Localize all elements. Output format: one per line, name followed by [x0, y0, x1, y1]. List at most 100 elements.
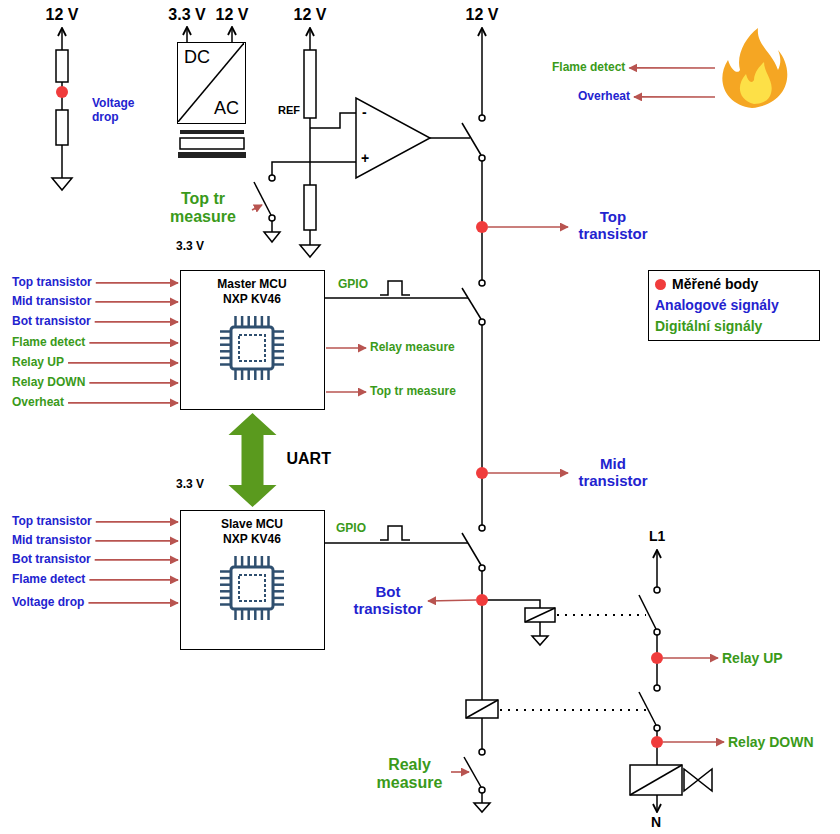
- measure-points: [56, 86, 663, 748]
- leader-arrow: [663, 657, 718, 659]
- signal-label: Bot transistor: [12, 553, 91, 567]
- relay-coil: [525, 608, 555, 622]
- chip-pin: [241, 610, 244, 620]
- relay-link: [500, 709, 646, 711]
- ground-symbol: [264, 232, 280, 242]
- edge-label: UART: [287, 450, 331, 468]
- signal-label: Overheat: [578, 90, 630, 104]
- chip-die: [239, 335, 265, 361]
- transformer-core: [180, 138, 244, 149]
- signal-label: Flame detect: [552, 61, 625, 75]
- signal-label: Voltage drop: [12, 596, 84, 610]
- chip-pin: [234, 370, 237, 380]
- chip-pin: [247, 370, 250, 380]
- resistor-symbol: [56, 50, 68, 82]
- leader-arrow: [95, 559, 178, 561]
- signal-label: Top tr measure: [370, 385, 456, 399]
- signal-label: -: [362, 104, 367, 120]
- ground-symbol: [474, 803, 490, 812]
- supply-arrow: [231, 27, 233, 42]
- neutral-arrow: [656, 795, 658, 812]
- relay-coil: [466, 700, 498, 718]
- signal-label: Relay UP: [722, 650, 783, 666]
- ground-symbol: [52, 178, 72, 190]
- transformer-plate: [178, 152, 246, 158]
- signal-label: 12 V: [216, 6, 249, 24]
- signal-label: Relay UP: [12, 356, 64, 370]
- chip-pin: [247, 316, 250, 326]
- chip-pin: [267, 610, 270, 620]
- comparator-symbol: [356, 98, 430, 178]
- leader-arrow: [488, 472, 568, 474]
- chip-icon: [217, 313, 287, 383]
- chip-pin: [261, 610, 264, 620]
- supply-arrow: [309, 28, 311, 50]
- signal-label: REF: [278, 104, 300, 117]
- supply-arrow: [481, 28, 483, 115]
- signal-label: Flame detect: [12, 573, 85, 587]
- chip-pin: [274, 583, 284, 586]
- chip-pin: [274, 363, 284, 366]
- chip-pin: [220, 363, 230, 366]
- chip-pin: [220, 330, 230, 333]
- chip-pin: [274, 597, 284, 600]
- leader-arrow: [96, 521, 178, 523]
- legend-row: Digitální signály: [655, 316, 813, 337]
- chip-pin: [220, 570, 230, 573]
- leader-arrow: [488, 226, 568, 228]
- signal-label: Relay measure: [370, 341, 455, 355]
- chip-pin: [274, 570, 284, 573]
- signal-label: 12 V: [466, 6, 499, 24]
- chip-pin: [261, 556, 264, 566]
- chip-pin: [254, 370, 257, 380]
- chip-pin: [220, 337, 230, 340]
- chip-pin: [254, 556, 257, 566]
- chip-icon: [217, 553, 287, 623]
- signal-label: Relay DOWN: [12, 376, 85, 390]
- switch-blade: [462, 533, 481, 565]
- leader-arrow: [88, 602, 178, 604]
- leader-arrow: [629, 67, 715, 69]
- signal-label: Mid transistor: [12, 534, 91, 548]
- leader-arrow: [68, 362, 178, 364]
- leader-arrow: [252, 205, 262, 210]
- chip-pin: [274, 357, 284, 360]
- chip-pin: [241, 556, 244, 566]
- chip-pin: [274, 343, 284, 346]
- signal-label: +: [361, 150, 369, 166]
- flame-icon: [722, 28, 787, 108]
- signal-label: Bot transistor: [352, 583, 424, 618]
- chip-pin: [220, 590, 230, 593]
- converter-label: AC: [214, 98, 239, 119]
- gpio-wire: [325, 297, 468, 299]
- gpio-wire: [325, 542, 468, 544]
- valve-symbol: [684, 769, 698, 791]
- chip-pin: [220, 577, 230, 580]
- signal-label: 3.3 V: [176, 240, 204, 254]
- signal-label: 12 V: [46, 6, 79, 24]
- chip-pin: [261, 316, 264, 326]
- legend-box: Měřené bodyAnalogové signályDigitální si…: [648, 270, 820, 341]
- chip-die: [239, 575, 265, 601]
- signal-label: GPIO: [336, 522, 366, 536]
- signal-label: N: [651, 814, 661, 830]
- leader-arrow: [326, 391, 366, 393]
- legend-text: Digitální signály: [655, 318, 762, 334]
- mcu-box: Master MCU NXP KV46: [180, 270, 325, 410]
- chip-pin: [274, 590, 284, 593]
- mcu-title: Slave MCU NXP KV46: [210, 517, 294, 547]
- signal-label: L1: [649, 528, 665, 544]
- chip-pin: [241, 316, 244, 326]
- leader-arrow: [89, 342, 178, 344]
- leader-arrow: [89, 579, 178, 581]
- chip-pin: [220, 603, 230, 606]
- ground-symbol: [532, 636, 548, 645]
- chip-pin: [247, 556, 250, 566]
- leader-arrow: [95, 301, 178, 303]
- ground-symbol: [300, 245, 320, 257]
- signal-label: Voltage drop: [92, 97, 152, 125]
- legend-text: Analogové signály: [655, 297, 779, 313]
- signal-label: GPIO: [338, 278, 368, 292]
